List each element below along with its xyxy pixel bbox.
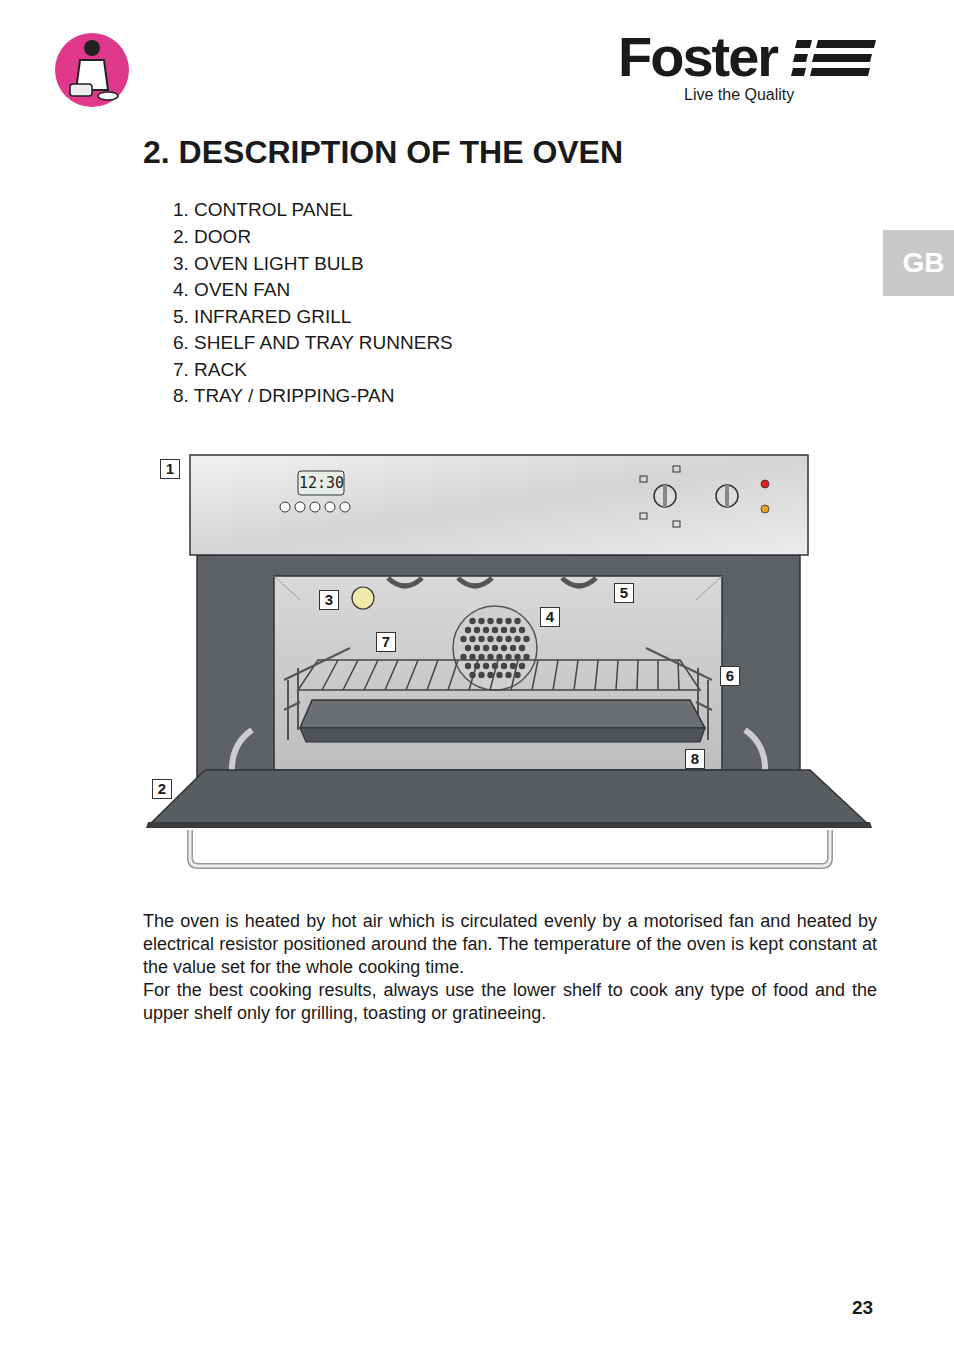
door-handle bbox=[190, 830, 830, 866]
legend-item: 6. SHELF AND TRAY RUNNERS bbox=[173, 332, 453, 354]
callout-number: 5 bbox=[614, 583, 634, 603]
callout-number: 6 bbox=[720, 666, 740, 686]
door bbox=[148, 770, 870, 826]
rack bbox=[298, 660, 700, 690]
callout-number: 1 bbox=[160, 459, 180, 479]
legend-item: 1. CONTROL PANEL bbox=[173, 199, 353, 221]
callout-number: 2 bbox=[152, 779, 172, 799]
legend-item: 4. OVEN FAN bbox=[173, 279, 290, 301]
shelf-runners bbox=[284, 648, 712, 740]
callout-number: 4 bbox=[540, 607, 560, 627]
page-number: 23 bbox=[852, 1297, 873, 1319]
oven bbox=[146, 455, 872, 866]
tray bbox=[300, 700, 705, 742]
legend-item: 7. RACK bbox=[173, 359, 247, 381]
callout-number: 3 bbox=[319, 590, 339, 610]
clock-display: 12:30 bbox=[299, 472, 343, 494]
legend-item: 5. INFRARED GRILL bbox=[173, 306, 351, 328]
legend-item: 3. OVEN LIGHT BULB bbox=[173, 253, 364, 275]
callout-number: 7 bbox=[376, 632, 396, 652]
light-bulb bbox=[352, 587, 374, 609]
callout-number: 8 bbox=[685, 749, 705, 769]
control-panel bbox=[190, 455, 808, 555]
body-paragraph: For the best cooking results, always use… bbox=[143, 979, 877, 1025]
chef-icon bbox=[55, 33, 129, 107]
infrared-grill bbox=[388, 578, 596, 586]
language-tab: GB bbox=[883, 230, 954, 296]
tab-text: GB bbox=[883, 230, 954, 296]
logo-mark bbox=[791, 40, 876, 76]
page-title: 2. DESCRIPTION OF THE OVEN bbox=[143, 134, 623, 171]
logo-tagline: Live the Quality bbox=[684, 86, 794, 104]
legend-item: 8. TRAY / DRIPPING-PAN bbox=[173, 385, 394, 407]
logo-text: Foster bbox=[618, 24, 777, 89]
legend-item: 2. DOOR bbox=[173, 226, 251, 248]
control-knob bbox=[640, 466, 738, 527]
body-paragraph: The oven is heated by hot air which is c… bbox=[143, 910, 877, 979]
oven-fan bbox=[453, 606, 537, 690]
